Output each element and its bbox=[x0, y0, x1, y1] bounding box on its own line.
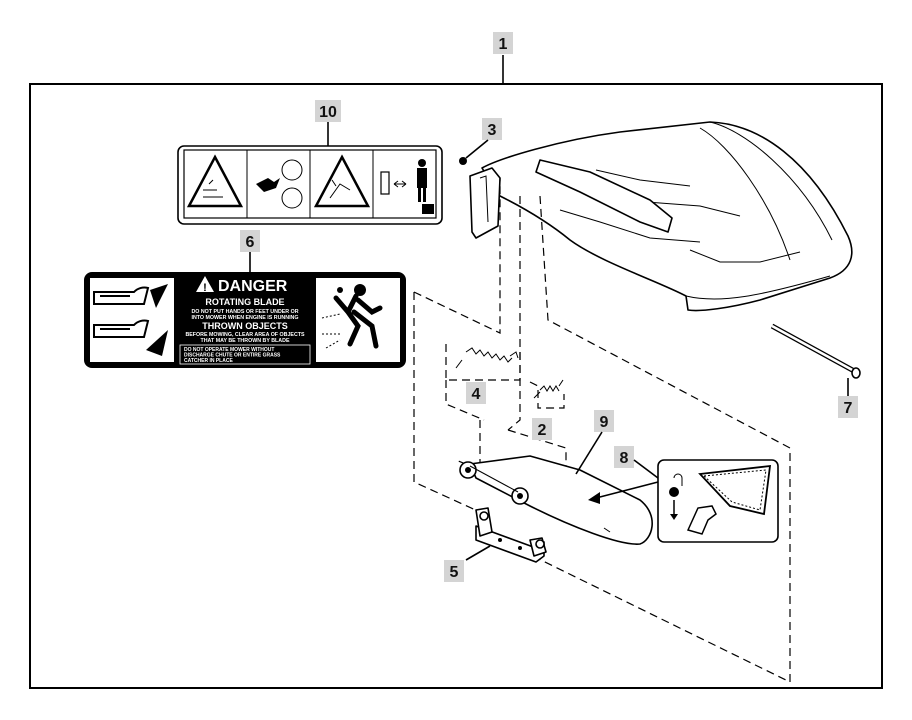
assembly-dashed-lines bbox=[413, 178, 791, 683]
operate-warning-line: DISCHARGE CHUTE OR ENTIRE GRASS bbox=[184, 353, 281, 359]
chute-door-part[interactable] bbox=[459, 455, 653, 545]
rotating-blade-label: ROTATING BLADE bbox=[205, 297, 284, 307]
svg-text:7: 7 bbox=[844, 400, 853, 417]
rotating-blade-icon bbox=[256, 159, 303, 209]
door-bracket-part[interactable] bbox=[475, 507, 547, 563]
thrown-object-person-icon bbox=[321, 284, 383, 349]
callout-3[interactable]: 3 bbox=[482, 118, 502, 140]
hand-foot-blade-icon bbox=[93, 284, 168, 356]
thrown-warning-line: THAT MAY BE THROWN BY BLADE bbox=[201, 338, 290, 344]
operate-warning-line: CATCHER IN PLACE bbox=[184, 358, 233, 364]
thrown-objects-label: THROWN OBJECTS bbox=[202, 321, 288, 331]
svg-text:4: 4 bbox=[472, 386, 481, 403]
svg-text:2: 2 bbox=[538, 422, 547, 439]
svg-text:1: 1 bbox=[499, 36, 508, 53]
callout-9[interactable]: 9 bbox=[594, 410, 614, 432]
svg-text:6: 6 bbox=[246, 234, 255, 251]
chute-operation-decal[interactable] bbox=[657, 459, 779, 543]
callout-10[interactable]: 10 bbox=[315, 100, 341, 122]
svg-text:!: ! bbox=[203, 282, 207, 294]
callout-6[interactable]: 6 bbox=[240, 230, 260, 252]
leader-8 bbox=[633, 459, 659, 479]
hinge-rod-part[interactable] bbox=[770, 323, 861, 379]
thrown-objects-warning-icon bbox=[313, 154, 371, 208]
svg-text:3: 3 bbox=[488, 122, 497, 139]
svg-text:8: 8 bbox=[620, 450, 629, 467]
operate-warning-line: DO NOT OPERATE MOWER WITHOUT bbox=[184, 347, 274, 353]
svg-text:10: 10 bbox=[319, 104, 337, 121]
torsion-spring-small-part[interactable] bbox=[533, 379, 564, 399]
warning-triangle-icon bbox=[186, 154, 244, 208]
callout-2[interactable]: 2 bbox=[532, 418, 552, 440]
svg-text:5: 5 bbox=[450, 564, 459, 581]
danger-heading: DANGER bbox=[218, 278, 288, 295]
callout-4[interactable]: 4 bbox=[466, 382, 486, 404]
callout-8[interactable]: 8 bbox=[614, 446, 634, 468]
svg-text:9: 9 bbox=[600, 414, 609, 431]
down-arrow-icon bbox=[670, 500, 678, 520]
torsion-spring-large-part[interactable] bbox=[455, 347, 519, 369]
leader-5 bbox=[465, 545, 491, 561]
arrow-icon bbox=[588, 492, 600, 504]
callout-5[interactable]: 5 bbox=[444, 560, 464, 582]
blade-warning-line: DO NOT PUT HANDS OR FEET UNDER OR bbox=[191, 309, 298, 315]
discharge-chute-assembly[interactable] bbox=[469, 121, 853, 312]
leader-3 bbox=[465, 139, 489, 159]
thrown-warning-line: BEFORE MOWING, CLEAR AREA OF OBJECTS bbox=[185, 332, 305, 338]
danger-decal[interactable]: ! DANGER ROTATING BLADE DO NOT PUT HANDS… bbox=[84, 272, 406, 368]
blade-warning-line: INTO MOWER WHEN ENGINE IS RUNNING bbox=[191, 315, 298, 321]
leader-8-arrow bbox=[595, 481, 659, 499]
safety-decal-pictogram[interactable] bbox=[177, 145, 443, 225]
leader-9 bbox=[575, 431, 603, 475]
warning-triangle-icon: ! bbox=[196, 276, 214, 294]
diagram-frame bbox=[29, 83, 883, 689]
retaining-ring-part[interactable] bbox=[459, 157, 467, 165]
callout-1[interactable]: 1 bbox=[493, 32, 513, 54]
keep-distance-icon bbox=[380, 159, 434, 214]
callout-7[interactable]: 7 bbox=[838, 396, 858, 418]
lock-icon bbox=[669, 473, 683, 497]
hand-icon bbox=[686, 505, 717, 535]
